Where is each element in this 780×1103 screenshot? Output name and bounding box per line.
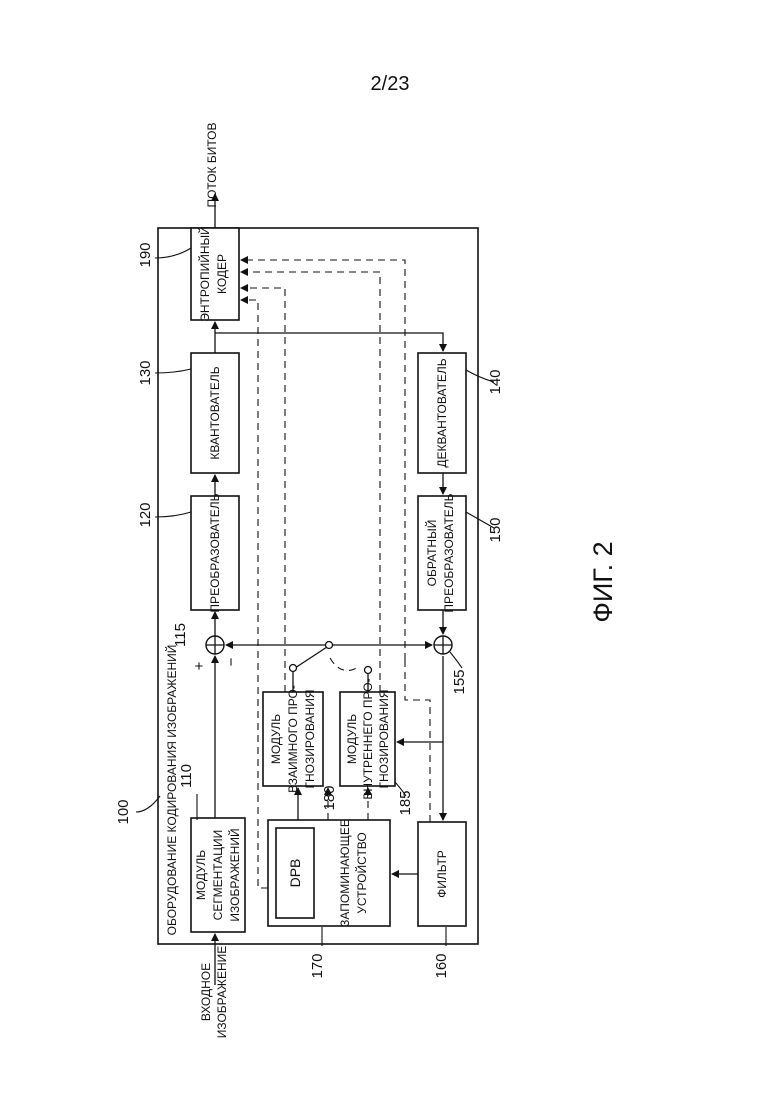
equipment-label: ОБОРУДОВАНИЕ КОДИРОВАНИЯ ИЗОБРАЖЕНИЙ [164, 645, 179, 936]
output-label: ПОТОК БИТОВ [205, 122, 219, 207]
transformer-ref-leader [155, 512, 191, 517]
memory-ref: 170 [309, 953, 326, 978]
entropy-coder-label-2: КОДЕР [215, 254, 229, 294]
memory-label-1: ЗАПОМИНАЮЩЕЕ [338, 819, 352, 927]
inverse-transformer-label-2: ПРЕОБРАЗОВАТЕЛЬ [442, 493, 456, 612]
page-number: 2/23 [371, 73, 410, 95]
intra-prediction-ref: 185 [397, 790, 414, 815]
inter-prediction-label-3: ГНОЗИРОВАНИЯ [303, 689, 317, 788]
memory-label-2: УСТРОЙСТВО [354, 832, 369, 913]
subtractor-minus: − [223, 657, 240, 666]
entropy-coder-label-1: ЭНТРОПИЙНЫЙ [197, 226, 212, 321]
segmentation-ref: 110 [178, 764, 195, 788]
dequantizer-label: ДЕКВАНТОВАТЕЛЬ [435, 358, 449, 467]
intra-prediction-label-2: ВНУТРЕННЕГО ПРО- [361, 678, 375, 799]
segmentation-label-3: ИЗОБРАЖЕНИЙ [227, 828, 242, 921]
filter-ref: 160 [433, 953, 450, 978]
filter-label: ФИЛЬТР [435, 850, 449, 898]
subtractor-plus: + [191, 661, 208, 670]
equipment-ref-leader [136, 796, 160, 812]
transformer-ref: 120 [137, 502, 154, 527]
transformer-label: ПРЕОБРАЗОВАТЕЛЬ [208, 493, 222, 612]
switch-arc [330, 658, 360, 671]
inter-prediction-label-2: ВЗАИМНОГО ПРО- [286, 685, 300, 793]
switch-contact-intra [365, 667, 372, 674]
intra-prediction-label-3: ГНОЗИРОВАНИЯ [377, 689, 391, 788]
switch-pivot [326, 642, 333, 649]
inter-prediction-ref: 180 [321, 785, 338, 810]
equipment-ref: 100 [115, 799, 132, 824]
entropy-coder-ref-leader [155, 248, 191, 258]
switch-contact-inter [290, 665, 297, 672]
dpb-label: DPB [287, 859, 303, 888]
inter-prediction-label-1: МОДУЛЬ [269, 714, 283, 764]
input-label-line2: ИЗОБРАЖЕНИЕ [215, 946, 229, 1039]
segmentation-label-2: СЕГМЕНТАЦИИ [211, 830, 225, 921]
inverse-transformer-label-1: ОБРАТНЫЙ [424, 520, 439, 587]
inverse-transformer-ref: 150 [487, 517, 504, 542]
figure-caption: ФИГ. 2 [588, 541, 618, 622]
adder-ref-leader [450, 652, 462, 668]
quantizer-ref-leader [155, 369, 191, 373]
adder-ref: 155 [451, 669, 468, 694]
dequantizer-ref: 140 [487, 369, 504, 394]
segmentation-label-1: МОДУЛЬ [194, 850, 208, 900]
quantizer-ref: 130 [137, 360, 154, 385]
input-label-line1: ВХОДНОЕ [199, 963, 213, 1021]
subtractor-ref: 115 [172, 623, 189, 647]
entropy-coder-ref: 190 [137, 242, 154, 267]
quantizer-label: КВАНТОВАТЕЛЬ [208, 366, 222, 459]
intra-prediction-label-1: МОДУЛЬ [345, 714, 359, 764]
